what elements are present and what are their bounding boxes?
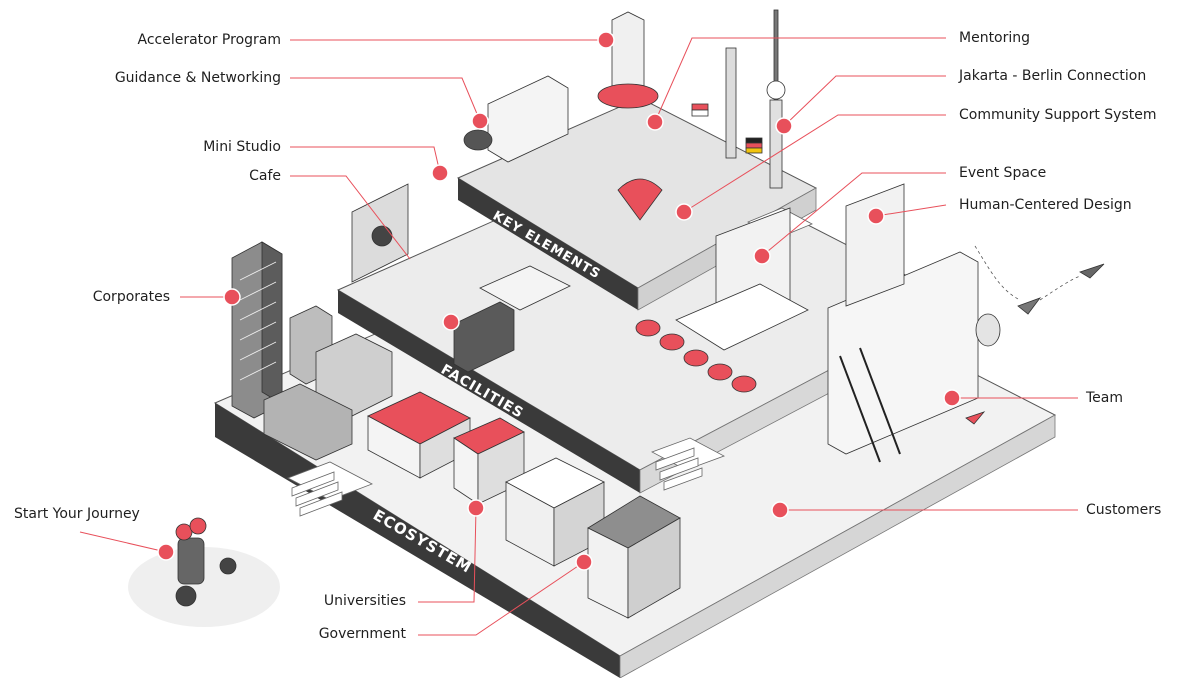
label-start-your-journey[interactable]: Start Your Journey	[14, 506, 140, 522]
label-human-centered-design[interactable]: Human-Centered Design	[959, 197, 1132, 213]
facilities-props	[351, 183, 809, 393]
government-buildings	[505, 457, 681, 619]
hotspot-cafe[interactable]	[442, 313, 460, 331]
leader-government	[418, 561, 585, 636]
label-mentoring[interactable]: Mentoring	[959, 30, 1031, 46]
stairs-facilities	[651, 437, 725, 491]
university-building	[367, 391, 525, 505]
label-community-support[interactable]: Community Support System	[959, 107, 1157, 123]
leader-lines	[79, 37, 1078, 636]
hotspot-mini-studio[interactable]	[431, 164, 449, 182]
label-team[interactable]: Team	[1086, 390, 1124, 406]
label-customers[interactable]: Customers	[1086, 502, 1162, 518]
hotspot-human-centered-design[interactable]	[867, 207, 885, 225]
leader-guidance-networking	[290, 77, 481, 122]
hotspot-jakarta-berlin[interactable]	[775, 117, 793, 135]
leader-mentoring	[654, 37, 946, 123]
hotspot-guidance-networking[interactable]	[471, 112, 489, 130]
hotspot-start-your-journey[interactable]	[157, 543, 175, 561]
leader-human-centered-design	[875, 204, 947, 217]
leader-mini-studio	[290, 146, 441, 174]
label-mini-studio[interactable]: Mini Studio	[203, 139, 281, 155]
leader-start-your-journey	[79, 531, 167, 553]
hotspot-universities[interactable]	[467, 499, 485, 517]
label-guidance-networking[interactable]: Guidance & Networking	[114, 70, 281, 86]
hotspot-mentoring[interactable]	[646, 113, 664, 131]
leader-universities	[418, 507, 477, 603]
leader-cafe	[290, 175, 411, 260]
label-government[interactable]: Government	[318, 626, 406, 642]
label-universities[interactable]: Universities	[323, 593, 406, 609]
hotspot-customers[interactable]	[771, 501, 789, 519]
team-area	[827, 183, 1105, 463]
key-elements-props	[463, 9, 786, 221]
label-corporates[interactable]: Corporates	[92, 289, 170, 305]
label-jakarta-berlin[interactable]: Jakarta - Berlin Connection	[959, 68, 1147, 84]
hotspot-government[interactable]	[575, 553, 593, 571]
leader-event-space	[761, 172, 946, 257]
leader-community-support	[683, 114, 946, 213]
hotspot-event-space[interactable]	[753, 247, 771, 265]
leader-jakarta-berlin	[783, 75, 946, 127]
hotspot-team[interactable]	[943, 389, 961, 407]
scooter-rider	[128, 517, 280, 627]
label-event-space[interactable]: Event Space	[959, 165, 1047, 181]
hotspot-corporates[interactable]	[223, 288, 241, 306]
hotspot-community-support[interactable]	[675, 203, 693, 221]
hotspots	[157, 31, 961, 571]
label-cafe[interactable]: Cafe	[249, 168, 281, 184]
hotspot-accelerator-program[interactable]	[597, 31, 615, 49]
stairs-ecosystem	[287, 461, 373, 517]
label-accelerator-program[interactable]: Accelerator Program	[137, 32, 281, 48]
corporate-buildings	[231, 241, 393, 461]
